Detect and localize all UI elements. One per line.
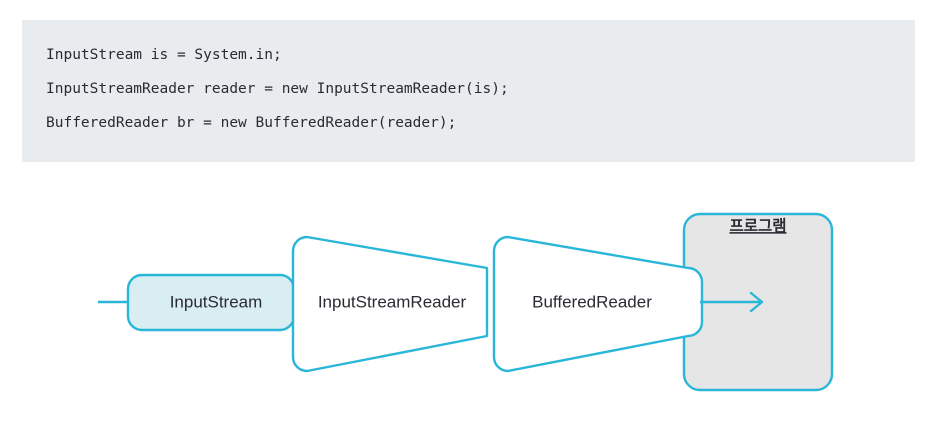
- code-line-1: InputStream is = System.in;: [46, 47, 282, 63]
- output-arrow-icon: [700, 291, 764, 313]
- code-line-3: BufferedReader br = new BufferedReader(r…: [46, 115, 457, 131]
- buffered-reader-label: BufferedReader: [532, 292, 652, 311]
- input-stream-reader-label: InputStreamReader: [318, 292, 467, 311]
- input-stream-reader-node: InputStreamReader: [291, 235, 489, 373]
- code-line-2: InputStreamReader reader = new InputStre…: [46, 81, 509, 97]
- code-block: InputStream is = System.in; InputStreamR…: [22, 20, 915, 162]
- stream-chaining-diagram: 프로그램 InputStream InputStreamReader Buffe…: [0, 190, 940, 422]
- program-label: 프로그램: [729, 216, 786, 235]
- input-stream-node: InputStream: [126, 273, 296, 332]
- input-stream-label: InputStream: [170, 292, 263, 311]
- buffered-reader-node: BufferedReader: [492, 235, 704, 373]
